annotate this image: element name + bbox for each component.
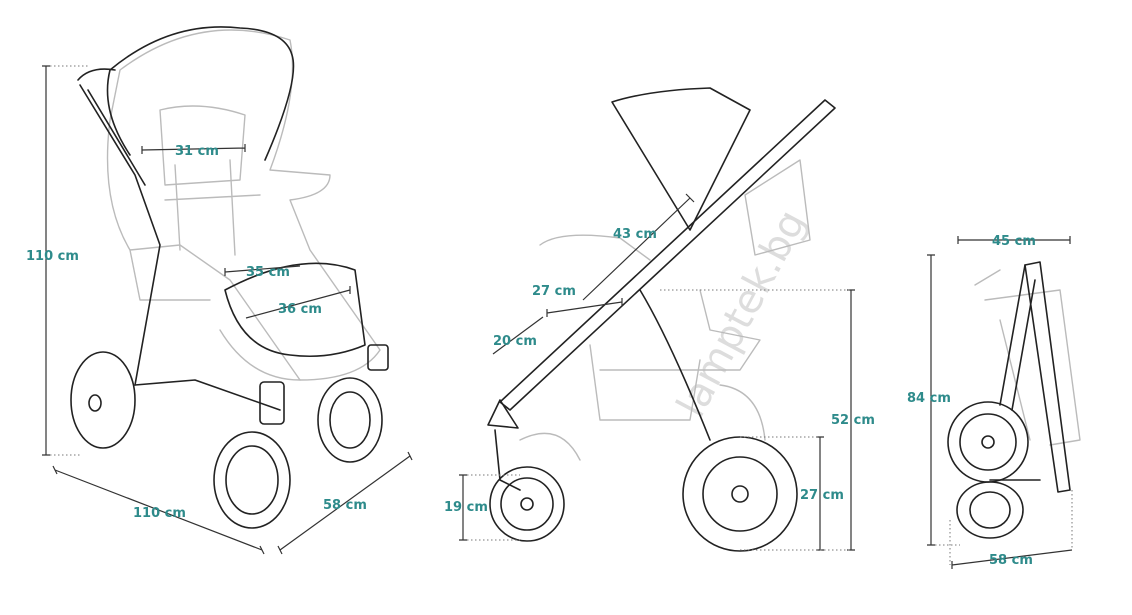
front-height-label: 110 cm bbox=[26, 249, 79, 264]
backrest-height-label: 43 cm bbox=[613, 227, 657, 242]
stroller-side-view-drawing bbox=[487, 87, 836, 552]
seat-height-label: 52 cm bbox=[831, 413, 875, 428]
side-seat-depth-label: 27 cm bbox=[532, 284, 576, 299]
folded-width-label: 58 cm bbox=[989, 553, 1033, 568]
stroller-front-view-drawing bbox=[70, 26, 389, 529]
front-wheel-label: 19 cm bbox=[444, 500, 488, 515]
backrest-width-label: 31 cm bbox=[175, 144, 219, 159]
folded-view-dimension-lines bbox=[927, 236, 1073, 569]
folded-height-label: 84 cm bbox=[907, 391, 951, 406]
side-view-dimension-lines bbox=[459, 193, 855, 551]
folded-depth-label: 45 cm bbox=[992, 234, 1036, 249]
length-label: 110 cm bbox=[133, 506, 186, 521]
rear-wheel-label: 27 cm bbox=[800, 488, 844, 503]
stroller-folded-view-drawing bbox=[947, 261, 1081, 539]
seat-depth-label: 36 cm bbox=[278, 302, 322, 317]
footrest-label: 20 cm bbox=[493, 334, 537, 349]
seat-width-label: 35 cm bbox=[246, 265, 290, 280]
width-label: 58 cm bbox=[323, 498, 367, 513]
front-view-dimension-lines bbox=[42, 65, 413, 555]
